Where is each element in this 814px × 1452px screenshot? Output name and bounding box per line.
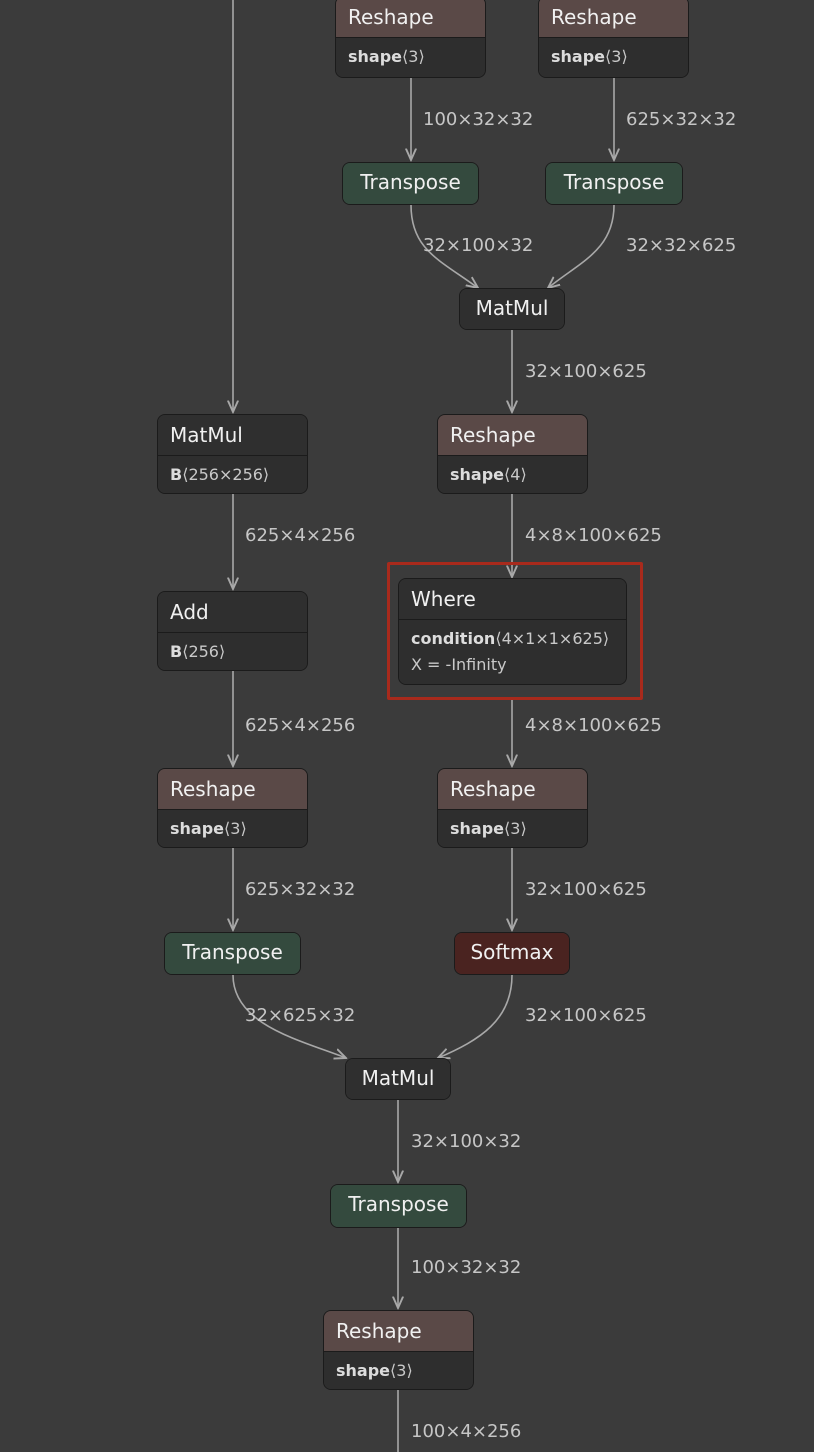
edge-label: 625×4×256	[245, 715, 356, 736]
matmul-node-qk[interactable]: MatMul	[459, 288, 565, 330]
attr-name: shape	[450, 465, 505, 484]
node-title: Reshape	[539, 0, 688, 37]
attr-value: ⟨4⟩	[504, 465, 527, 484]
edge-label: 625×4×256	[245, 525, 356, 546]
attr-value: ⟨3⟩	[224, 819, 247, 838]
attr-value: ⟨3⟩	[504, 819, 527, 838]
edge-transpose-a-to-matmul	[410, 204, 478, 288]
reshape-node-shape4[interactable]: Reshape shape⟨4⟩	[437, 414, 588, 494]
attr-name: shape	[170, 819, 225, 838]
attr-value: ⟨3⟩	[390, 1361, 413, 1380]
attr-value: ⟨4×1×1×625⟩	[495, 629, 610, 648]
where-node[interactable]: Where condition⟨4×1×1×625⟩ X = -Infinity	[398, 578, 627, 685]
node-title: Reshape	[438, 769, 587, 809]
edge-label: 4×8×100×625	[525, 715, 662, 736]
reshape-node-right[interactable]: Reshape shape⟨3⟩	[437, 768, 588, 848]
reshape-node-left[interactable]: Reshape shape⟨3⟩	[157, 768, 308, 848]
attr-row-x: X = -Infinity	[411, 655, 507, 674]
node-title: Transpose	[165, 933, 300, 974]
node-title: Add	[158, 592, 307, 632]
selection-highlight	[387, 562, 643, 700]
attr-value: ⟨256×256⟩	[182, 465, 270, 484]
edge-label: 32×32×625	[626, 235, 737, 256]
node-attributes: shape⟨3⟩	[324, 1351, 473, 1389]
edge-label: 625×32×32	[626, 109, 737, 130]
attr-name: shape	[551, 47, 606, 66]
node-attributes: shape⟨3⟩	[336, 37, 485, 77]
node-attributes: B⟨256⟩	[158, 632, 307, 670]
reshape-node-top-a[interactable]: Reshape shape⟨3⟩	[335, 0, 486, 78]
node-attributes: shape⟨3⟩	[158, 809, 307, 847]
edge-label: 100×32×32	[411, 1257, 522, 1278]
edge-label: 100×4×256	[411, 1421, 522, 1442]
edge-label: 32×100×625	[525, 879, 647, 900]
attr-name: shape	[450, 819, 505, 838]
attr-value: ⟨3⟩	[402, 47, 425, 66]
transpose-node-out[interactable]: Transpose	[330, 1184, 467, 1228]
transpose-node-left[interactable]: Transpose	[164, 932, 301, 975]
edge-softmax-to-matmul	[438, 974, 513, 1058]
node-attributes: shape⟨4⟩	[438, 455, 587, 493]
node-title: Reshape	[438, 415, 587, 455]
node-title: MatMul	[158, 415, 307, 455]
node-title: Reshape	[336, 0, 485, 37]
reshape-node-out[interactable]: Reshape shape⟨3⟩	[323, 1310, 474, 1390]
attr-value: ⟨256⟩	[182, 642, 226, 661]
attr-name: condition	[411, 629, 496, 648]
attr-value: ⟨3⟩	[605, 47, 628, 66]
attr-row-condition: condition⟨4×1×1×625⟩	[411, 626, 614, 652]
node-title: Reshape	[324, 1311, 473, 1351]
edge-label: 32×100×625	[525, 1005, 647, 1026]
matmul-node-b[interactable]: MatMul B⟨256×256⟩	[157, 414, 308, 494]
node-title: Transpose	[546, 163, 682, 204]
edge-label: 4×8×100×625	[525, 525, 662, 546]
edge-label: 625×32×32	[245, 879, 356, 900]
edge-transpose-left-to-matmul	[232, 974, 346, 1058]
node-title: MatMul	[346, 1059, 450, 1099]
node-attributes: shape⟨3⟩	[539, 37, 688, 77]
transpose-node-a[interactable]: Transpose	[342, 162, 479, 205]
transpose-node-b[interactable]: Transpose	[545, 162, 683, 205]
node-attributes: B⟨256×256⟩	[158, 455, 307, 493]
reshape-node-top-b[interactable]: Reshape shape⟨3⟩	[538, 0, 689, 78]
node-title: Transpose	[331, 1185, 466, 1227]
edge-label: 32×100×32	[423, 235, 534, 256]
node-title: Reshape	[158, 769, 307, 809]
edge-transpose-b-to-matmul	[548, 204, 615, 288]
node-attributes: condition⟨4×1×1×625⟩ X = -Infinity	[399, 619, 626, 684]
edge-label: 100×32×32	[423, 109, 534, 130]
attr-name: shape	[336, 1361, 391, 1380]
attr-name: B	[170, 465, 183, 484]
softmax-node[interactable]: Softmax	[454, 932, 570, 975]
node-attributes: shape⟨3⟩	[438, 809, 587, 847]
attr-name: B	[170, 642, 183, 661]
node-title: Transpose	[343, 163, 478, 204]
edge-label: 32×100×32	[411, 1131, 522, 1152]
edge-label: 32×625×32	[245, 1005, 356, 1026]
node-title: MatMul	[460, 289, 564, 329]
edge-label: 32×100×625	[525, 361, 647, 382]
attr-name: shape	[348, 47, 403, 66]
add-node[interactable]: Add B⟨256⟩	[157, 591, 308, 671]
matmul-node-av[interactable]: MatMul	[345, 1058, 451, 1100]
node-title: Where	[399, 579, 626, 619]
node-title: Softmax	[455, 933, 569, 974]
